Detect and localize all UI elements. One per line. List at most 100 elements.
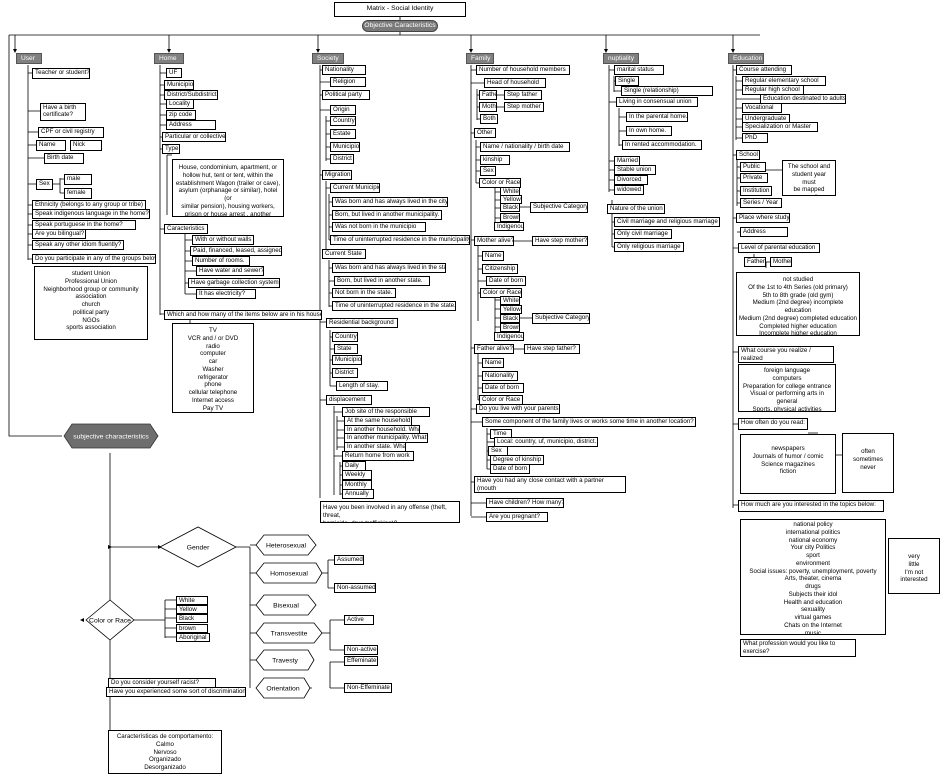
home-characteristic: Paid, financed, leased, assigned.: [190, 246, 282, 256]
school-mapping-note: The school and student year must be mapp…: [782, 160, 836, 196]
education-item: School: [736, 150, 760, 160]
nuptiality-item: marital status: [614, 65, 664, 75]
assumed-option: Assumed: [334, 555, 364, 565]
education-item: Level of parental education: [738, 243, 820, 253]
bisexual-hex: [255, 594, 317, 616]
society-item: Time of uninterrupted residence in the m…: [330, 235, 470, 245]
user-item: Birth date: [44, 153, 84, 164]
family-item: Subjective Category: [532, 313, 590, 324]
society-item: Length of stay.: [336, 381, 388, 391]
family-item: Black: [500, 314, 520, 323]
user-item: Speak indigenous language in the home?: [32, 209, 150, 219]
society-item: Country: [330, 116, 356, 126]
education-item: Place where study: [736, 213, 790, 223]
family-item: kinship: [480, 155, 510, 165]
family-item: Other: [474, 128, 496, 138]
nuptiality-item: In the parental home.: [626, 112, 688, 122]
objective-characteristics-label: Objective Caracteristics: [362, 20, 438, 32]
active-option: Active: [344, 615, 374, 625]
society-item: Nationality: [322, 65, 366, 75]
nuptiality-header: nuptiality: [603, 53, 639, 64]
family-item: Name / nationality / birth date: [480, 142, 570, 152]
user-item: Are you bilingual?: [32, 229, 86, 239]
orientation-hex: [255, 677, 311, 699]
society-item: Current Municipio: [330, 183, 380, 193]
family-item: Name: [482, 251, 504, 261]
participation-groups-list: student Union Professional Union Neighbo…: [34, 266, 148, 340]
home-characteristic: Have garbage collection system?: [188, 278, 280, 288]
education-item: Specialization or Master: [742, 122, 818, 132]
family-item: Are you pregnant?: [486, 512, 548, 522]
reading-materials: newspapers Journals of humor / comic Sci…: [740, 434, 836, 494]
society-item: Municipio: [332, 355, 362, 365]
education-item: Private: [740, 173, 768, 183]
nuptiality-item: Only religious marriage: [614, 242, 684, 252]
non-effeminate-option: Non-Effeminate: [344, 683, 392, 693]
education-item: Education destinated to adults: [760, 94, 846, 104]
family-item: Brown: [500, 323, 520, 332]
color-race-label: Color or Race: [89, 618, 131, 625]
nuptiality-item: Stable union: [614, 165, 656, 175]
family-item: Yellow: [500, 305, 522, 314]
education-item: Course attending: [736, 65, 792, 75]
matrix-title: Matrix - Social Identity: [334, 2, 466, 17]
nuptiality-item: In rented accommodation.: [622, 140, 702, 150]
color-option: brown: [176, 624, 208, 633]
society-item: Time of uninterrupted residence in the s…: [332, 301, 456, 311]
home-characteristic: Have water and sewer?: [196, 266, 264, 276]
travesty-label: Travesty: [272, 658, 298, 665]
society-item: Political party: [322, 90, 370, 100]
family-item: Date of born: [482, 383, 524, 393]
nuptiality-item: Only civil marriage: [614, 229, 672, 239]
family-item: Father alive?: [474, 344, 514, 354]
profession-question: What profession would you like to exerci…: [740, 639, 856, 657]
user-item: Teacher or student?: [32, 68, 90, 79]
gender-diamond: [159, 526, 237, 568]
family-item: Have step father?: [524, 344, 580, 354]
transvestite-label: Transvestite: [271, 631, 308, 638]
color-option: Yellow: [176, 605, 208, 614]
effeminate-option: Effeminate: [344, 656, 378, 666]
heterosexual-hex: [255, 534, 317, 556]
reading-question: How often do you read:: [738, 418, 808, 430]
user-item: Have a birth certificate?: [40, 103, 86, 121]
home-item: Particular or collective?: [162, 132, 226, 142]
home-item: UF: [166, 68, 182, 78]
home-characteristic: Number of rooms.: [192, 256, 250, 266]
family-item: Mother: [479, 102, 497, 112]
family-item: Brown: [500, 213, 520, 222]
color-option: Black: [176, 614, 208, 623]
society-header: Society: [312, 53, 344, 64]
nuptiality-item: widowed: [614, 185, 644, 195]
color-race-diamond: [85, 599, 135, 641]
nuptiality-item: Nature of the union: [607, 204, 665, 214]
home-characteristic: With or without walls: [192, 235, 254, 245]
bisexual-label: Bisexual: [273, 603, 299, 610]
education-item: Public: [740, 162, 766, 172]
family-item: Father: [479, 90, 497, 100]
education-item: Vocational: [742, 103, 782, 113]
family-item: Have you had any close contact with a pa…: [474, 476, 626, 493]
user-header: User: [16, 53, 42, 64]
family-item: Date of born: [490, 464, 530, 474]
family-item: Indigenous: [494, 222, 524, 231]
transvestite-hex: [255, 622, 323, 644]
society-item: State: [334, 344, 358, 354]
non-active-option: Non-active: [344, 645, 378, 655]
society-item: Municipio: [330, 142, 360, 152]
family-item: Mother alive?: [474, 236, 514, 246]
education-item: Mother: [770, 257, 792, 267]
society-item: Country: [332, 332, 358, 342]
home-items-question: Which and how many of the items below ar…: [164, 310, 322, 320]
home-characteristics-label: Caracteristics: [164, 224, 208, 234]
society-item: Annually: [342, 489, 374, 499]
nuptiality-item: Civil marriage and religious marriage: [614, 217, 720, 227]
home-item: Municipio: [164, 80, 194, 90]
color-option: White: [176, 596, 208, 605]
home-item: zip code: [166, 110, 196, 120]
subjective-characteristics-label: subjective characteristics: [73, 434, 149, 441]
family-item: Have step mother?: [532, 236, 588, 246]
course-options: foreign language computers Preparation f…: [738, 364, 836, 412]
